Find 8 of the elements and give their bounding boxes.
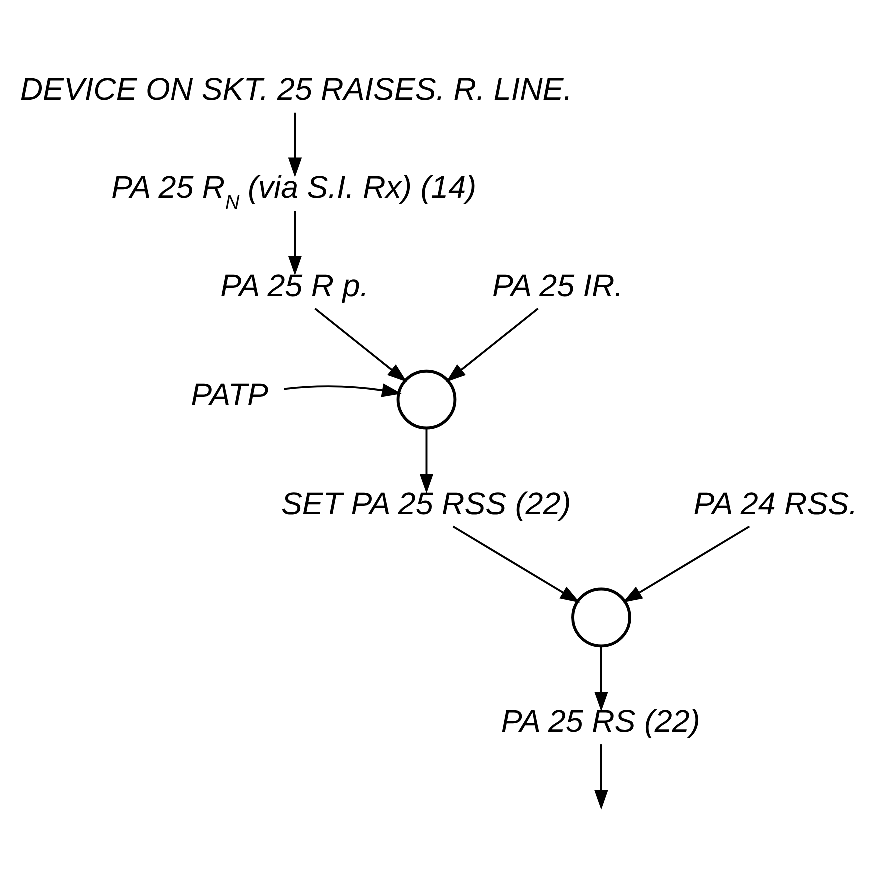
node-text: SET PA 25 RSS (22): [281, 486, 572, 521]
node-text: PA 25 R$_{N}$ (via S.I. Rx) (14): [112, 170, 477, 214]
node-text: DEVICE ON SKT. 25 RAISES. R. LINE.: [20, 72, 572, 107]
node-text: PA 25 RS (22): [501, 704, 700, 739]
node-text: PA 25 R p.: [220, 268, 369, 303]
node-text: PA 25 IR.: [492, 268, 624, 303]
node-text: PA 24 RSS.: [694, 486, 858, 521]
node-text: PATP: [191, 376, 269, 412]
